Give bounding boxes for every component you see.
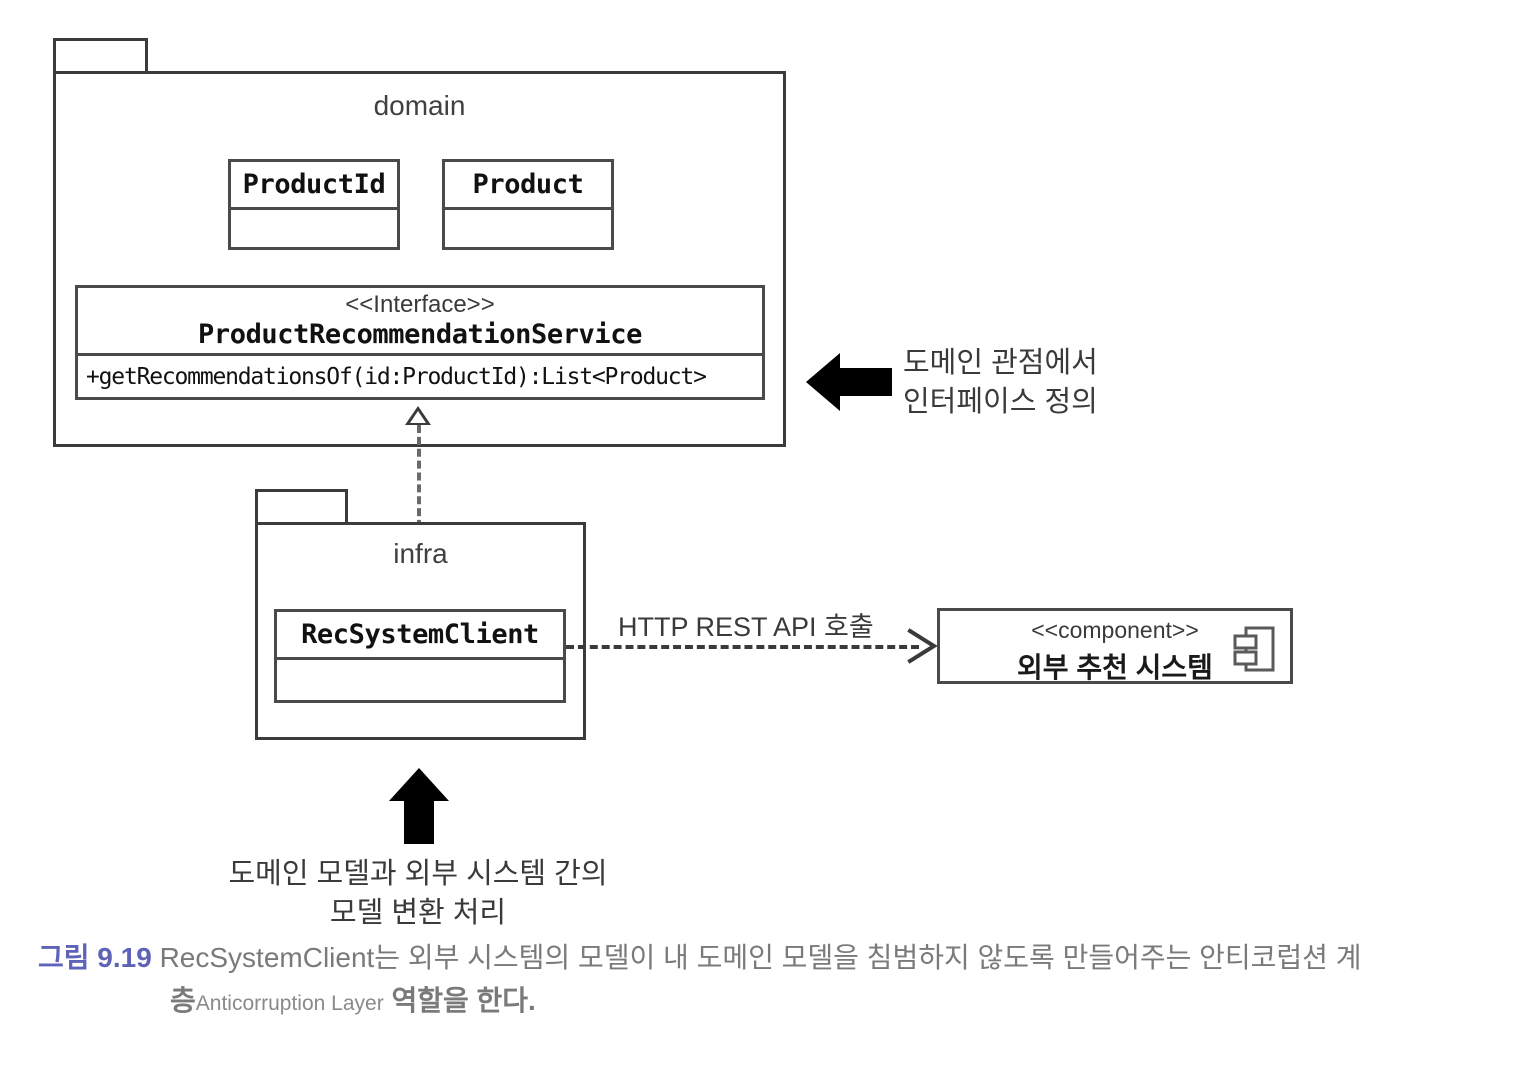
arrow-up-solid-icon	[389, 768, 449, 844]
domain-package-tab	[53, 38, 148, 74]
note-domain-line-1: 인터페이스 정의	[903, 386, 1098, 419]
realization-triangle-icon	[405, 406, 431, 425]
interface-operation-0: +getRecommendationsOf(id:ProductId):List…	[86, 363, 707, 390]
note-domain-text: 도메인 관점에서 인터페이스 정의	[903, 344, 1098, 422]
class-productid-attributes	[231, 210, 397, 247]
caption-gloss: Anticorruption Layer	[195, 992, 384, 1016]
arrow-left-solid-icon	[806, 353, 892, 411]
class-product-name: Product	[472, 169, 584, 200]
infra-package-label: infra	[393, 538, 448, 569]
caption-line-2: 층Anticorruption Layer 역할을 한다.	[38, 979, 1488, 1022]
caption-line2-prefix: 층	[170, 985, 196, 1017]
class-productid[interactable]: ProductId	[228, 159, 400, 250]
note-infra-line-1: 모델 변환 처리	[329, 897, 507, 930]
dependency-dashed-line	[566, 645, 919, 649]
interface-stereotype: <<Interface>>	[345, 291, 495, 318]
interface-header: <<Interface>> ProductRecommendationServi…	[78, 288, 762, 356]
note-infra-text: 도메인 모델과 외부 시스템 간의 모델 변환 처리	[228, 855, 607, 933]
domain-package-label: domain	[373, 90, 466, 121]
dependency-label: HTTP REST API 호출	[618, 612, 874, 642]
component-icon	[1233, 626, 1275, 672]
caption-line-1: RecSystemClient는 외부 시스템의 모델이 내 도메인 모델을 침…	[151, 942, 1362, 973]
component-stereotype: <<component>>	[1031, 617, 1199, 643]
class-product[interactable]: Product	[442, 159, 614, 250]
class-productid-header: ProductId	[231, 162, 397, 210]
interface-product-recommendation-service[interactable]: <<Interface>> ProductRecommendationServi…	[75, 285, 765, 400]
figure-number: 그림 9.19	[38, 942, 152, 973]
figure-caption: 그림 9.19 RecSystemClient는 외부 시스템의 모델이 내 도…	[38, 936, 1488, 1023]
class-product-header: Product	[445, 162, 611, 210]
class-productid-name: ProductId	[242, 169, 386, 200]
component-external-rec-system[interactable]: <<component>> 외부 추천 시스템	[937, 608, 1293, 684]
realization-dashed-line	[417, 425, 421, 611]
class-product-attributes	[445, 210, 611, 247]
interface-name: ProductRecommendationService	[198, 319, 642, 350]
class-recsystemclient-attributes	[277, 660, 563, 700]
class-recsystemclient-name: RecSystemClient	[301, 619, 539, 650]
component-name: 외부 추천 시스템	[1017, 652, 1213, 683]
note-domain-line-0: 도메인 관점에서	[903, 347, 1098, 379]
infra-package-tab	[255, 489, 348, 525]
interface-operations: +getRecommendationsOf(id:ProductId):List…	[78, 356, 762, 397]
class-recsystemclient[interactable]: RecSystemClient	[274, 609, 566, 703]
note-infra-line-0: 도메인 모델과 외부 시스템 간의	[228, 858, 608, 890]
dependency-open-arrowhead	[907, 628, 938, 664]
caption-line2-suffix: 역할을 한다.	[383, 985, 536, 1017]
class-recsystemclient-header: RecSystemClient	[277, 612, 563, 660]
